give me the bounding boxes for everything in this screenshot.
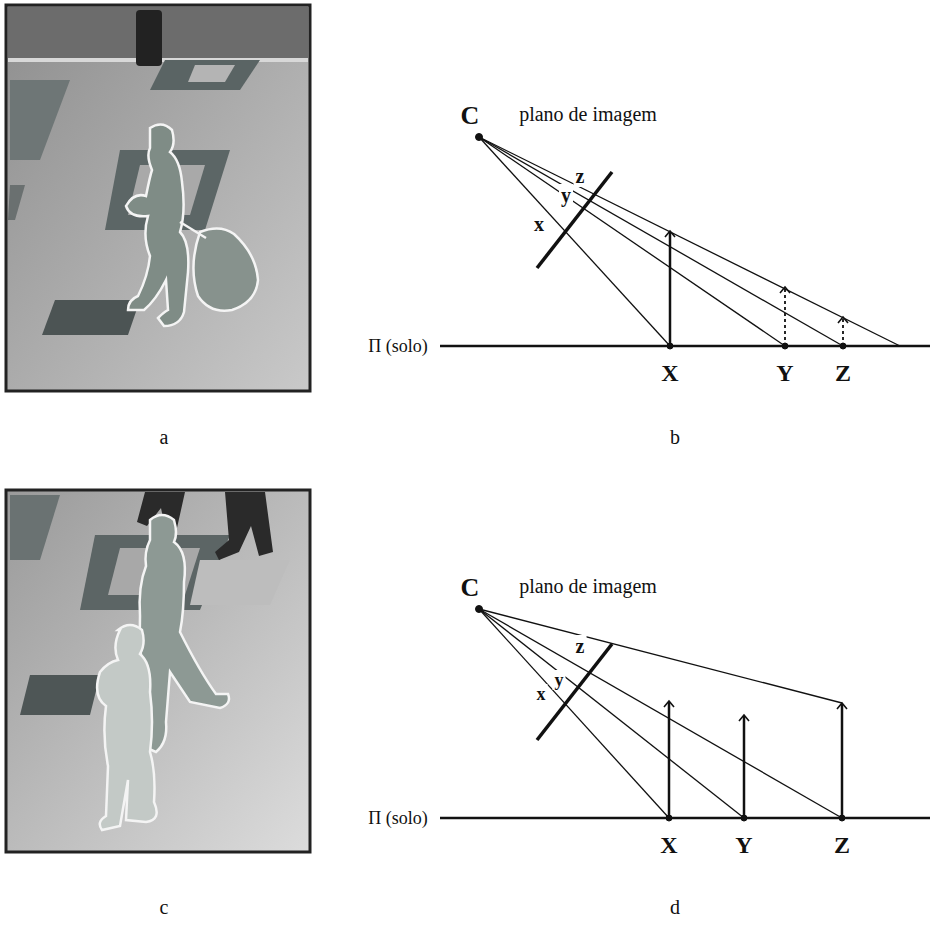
ground-point: Z <box>833 360 853 386</box>
image-point: x <box>535 684 548 704</box>
plane-name: Π (solo) <box>366 336 430 356</box>
panel-letter: a <box>158 426 171 448</box>
camera-center: C <box>459 102 482 130</box>
photo-a <box>6 5 310 391</box>
camera-center: C <box>459 574 482 602</box>
geometry-d <box>440 606 930 822</box>
panel-letter: d <box>668 896 682 918</box>
geometry-b <box>440 134 930 350</box>
panel-letter: c <box>158 896 171 918</box>
ground-point: X <box>659 360 680 386</box>
plane-label: plano de imagem <box>517 575 659 597</box>
plane-label: plano de imagem <box>517 103 659 125</box>
photo-c <box>6 490 310 852</box>
ground-point: X <box>658 832 679 858</box>
image-point: y <box>553 670 566 690</box>
image-point: z <box>574 165 587 187</box>
image-point: z <box>574 635 587 657</box>
plane-name: Π (solo) <box>366 808 430 828</box>
panel-letter: b <box>668 426 682 448</box>
image-point: x <box>532 213 546 235</box>
ground-point: Y <box>774 360 795 386</box>
ground-point: Y <box>733 832 754 858</box>
ground-point: Z <box>832 832 852 858</box>
image-point: y <box>559 184 573 206</box>
